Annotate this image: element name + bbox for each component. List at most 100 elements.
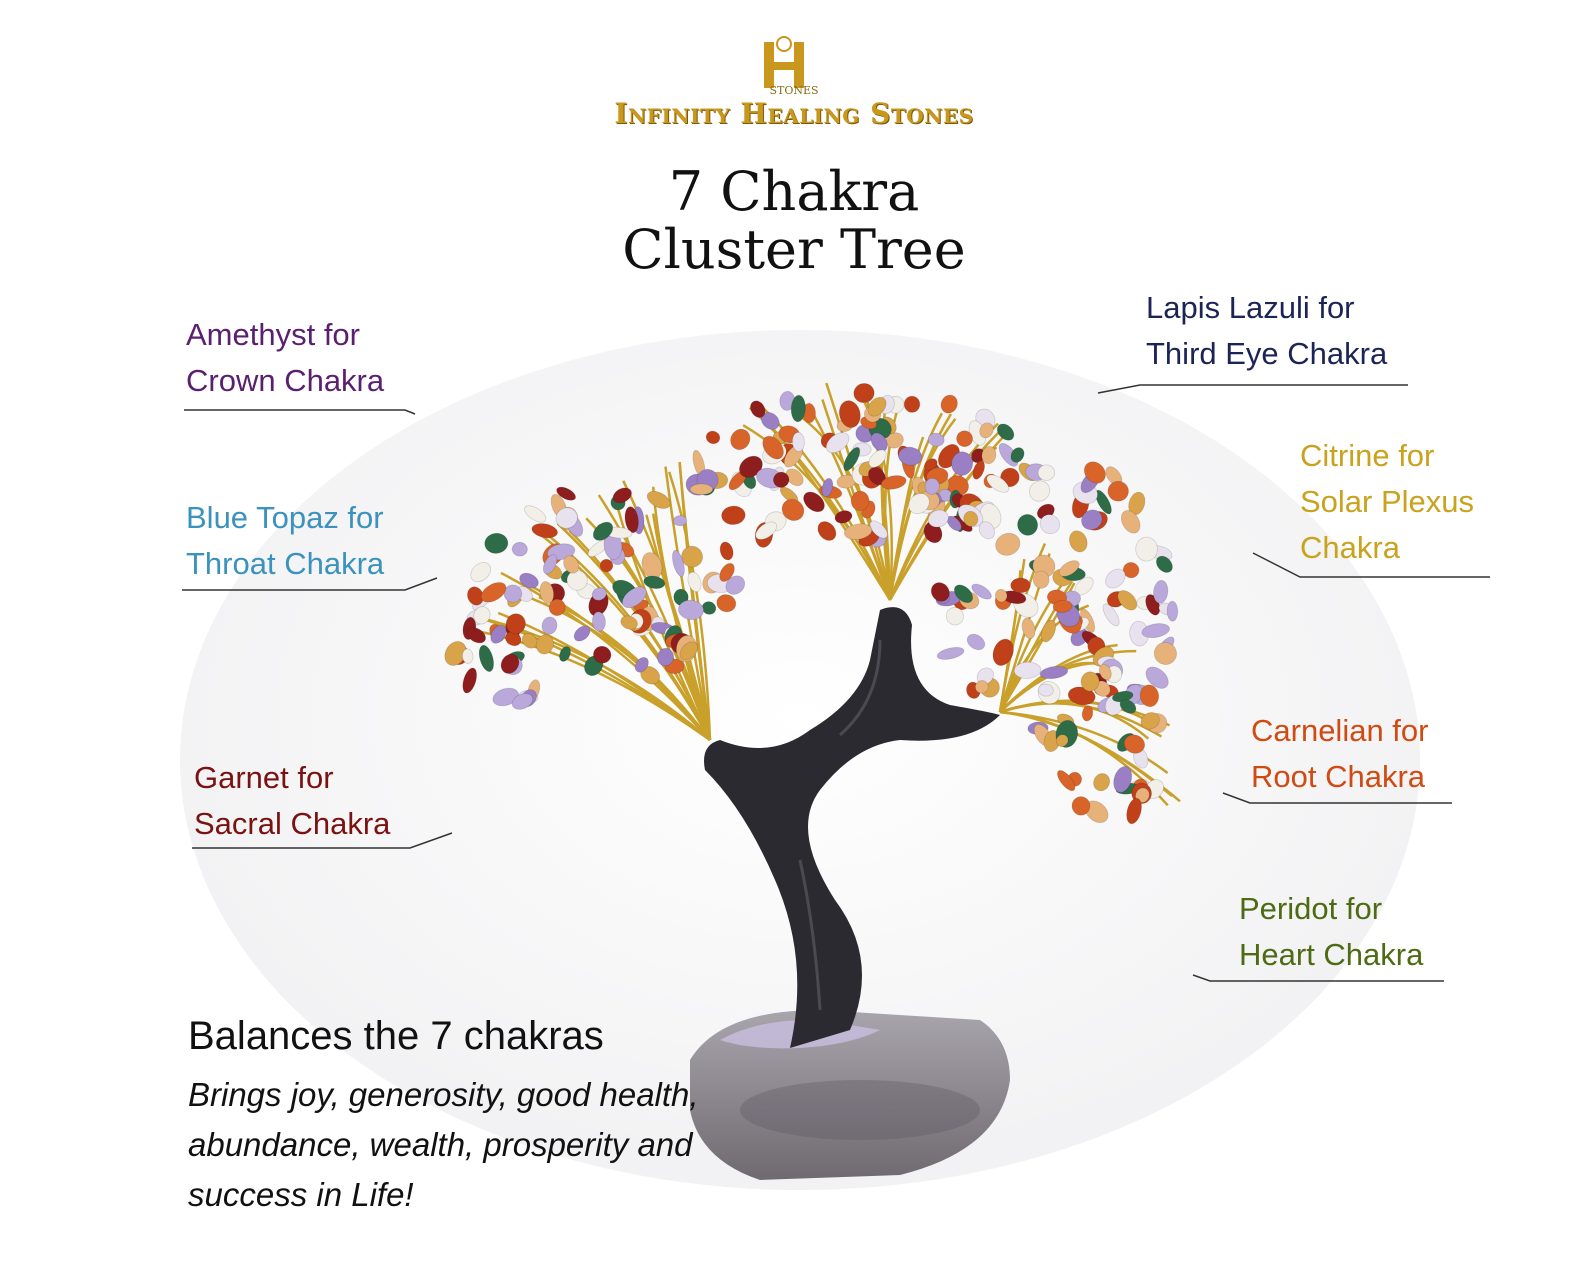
leader-blue-topaz [182, 577, 438, 591]
leader-garnet [192, 832, 453, 849]
gem-chip [461, 648, 474, 664]
gem-chip [1083, 461, 1106, 484]
gem-chip [511, 541, 528, 557]
gem-chip [473, 606, 491, 625]
gem-chip [524, 505, 547, 523]
gem-chip [1119, 699, 1137, 714]
gem-chip [785, 468, 804, 487]
gem-chips [444, 383, 1179, 825]
gem-chip [548, 598, 566, 616]
gem-chip [480, 582, 507, 603]
gem-chip [1057, 770, 1076, 792]
gem-chip [996, 423, 1015, 441]
gem-chip [1069, 530, 1088, 553]
gem-chip [701, 601, 717, 615]
gem-chip [591, 587, 607, 601]
gem-chip [790, 394, 806, 423]
gem-chip [927, 432, 945, 447]
gem-chip [850, 490, 870, 512]
gem-chip [940, 394, 958, 414]
wire-strand [500, 571, 711, 741]
gem-chip [1013, 661, 1042, 679]
gem-chip [1010, 447, 1025, 463]
gem-chip [1141, 623, 1170, 639]
gem-chip [825, 432, 850, 454]
gem-chip [927, 509, 949, 528]
page-title-line1: 7 Chakra [668, 160, 920, 223]
gem-chip [1037, 683, 1054, 697]
gem-chip [1126, 797, 1142, 825]
brand-logo: STONES Infinity Healing Stones [0, 30, 1588, 130]
wire-strand [651, 513, 712, 741]
gem-chip [1081, 705, 1094, 722]
gem-chip [681, 545, 704, 568]
gem-chip [750, 400, 766, 418]
gem-chip [687, 571, 702, 593]
gem-chip [462, 667, 477, 694]
gem-chip [531, 523, 558, 539]
gem-chip [470, 562, 492, 583]
leader-amethyst [184, 409, 416, 415]
gem-chip [593, 645, 612, 664]
logo-mark [764, 36, 804, 88]
gem-chip [966, 633, 986, 651]
gem-chip [762, 435, 784, 460]
gem-chip [1095, 489, 1112, 515]
gem-chip [599, 558, 614, 573]
gem-chip [1040, 619, 1057, 643]
gem-chip [624, 506, 639, 534]
brand-name: Infinity Healing Stones [614, 97, 974, 130]
gem-chip [1071, 796, 1091, 816]
gem-chip [559, 646, 571, 662]
leader-carnelian [1222, 792, 1452, 804]
gem-chip [573, 625, 591, 642]
gem-chip [1140, 712, 1160, 730]
gem-chip [1122, 561, 1140, 579]
gem-chip [1039, 514, 1061, 535]
gem-chip [853, 383, 875, 404]
wire-strand [888, 418, 957, 601]
gem-chip [1155, 555, 1173, 573]
gem-chip [542, 554, 558, 575]
gem-chip [979, 422, 994, 439]
page-title-line2: Cluster Tree [622, 218, 966, 281]
gem-chip [643, 575, 666, 589]
gem-chip [519, 572, 539, 589]
gem-chip [956, 430, 973, 448]
gem-chip [992, 638, 1014, 666]
gem-chip [843, 523, 873, 540]
gem-chip [1037, 464, 1056, 481]
gem-chip [620, 615, 638, 630]
gem-chip [821, 477, 834, 498]
gem-chip [1017, 514, 1039, 536]
gem-chip [1032, 570, 1050, 589]
gem-chip [719, 562, 735, 582]
benefit-text: Brings joy, generosity, good health, abu… [188, 1070, 699, 1220]
gem-chip [898, 446, 923, 466]
gem-chip [869, 520, 888, 539]
gem-chip [478, 644, 495, 672]
benefit-line-1: Brings joy, generosity, good health, [188, 1076, 699, 1113]
gem-chip [1039, 665, 1069, 680]
gem-chip [981, 446, 997, 465]
leader-citrine [1252, 552, 1490, 578]
gem-chip [930, 582, 950, 602]
gem-chip [656, 647, 675, 667]
gem-chip [953, 584, 974, 604]
gem-chip [721, 505, 746, 525]
gem-chip [466, 627, 486, 644]
gem-chip [843, 446, 861, 472]
gem-chip [621, 586, 647, 609]
gem-chip [566, 569, 588, 591]
gem-chip [730, 428, 751, 451]
gem-chip [492, 687, 519, 707]
gem-chip [1081, 509, 1103, 531]
geode-base [690, 1010, 1010, 1180]
gem-chip [563, 555, 580, 574]
gem-chip [1135, 536, 1158, 562]
